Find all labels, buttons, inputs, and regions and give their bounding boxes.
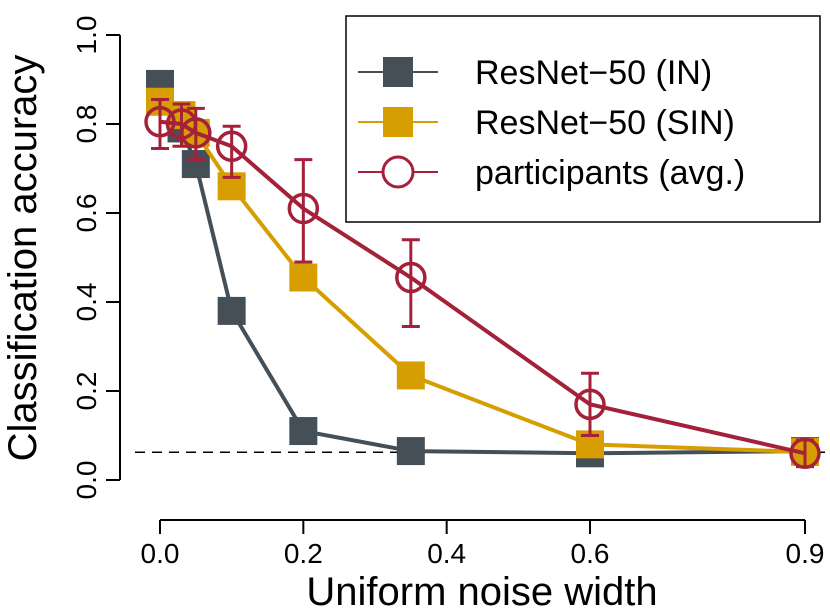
x-tick-label: 0.6 [571,538,610,569]
legend-marker [381,155,415,189]
y-tick-label: 0.2 [71,372,102,411]
series-2 [144,98,821,470]
data-point [289,417,318,446]
legend: ResNet−50 (IN) ResNet−50 (SIN) participant… [345,15,821,223]
data-point [217,296,246,325]
data-point [287,192,320,225]
y-tick-label: 0.0 [71,461,102,500]
data-point [144,106,176,138]
axes: 0.0 0.2 0.4 0.6 0.8 1.0 0.0 0.2 0.4 0.6 0.9 [71,16,824,569]
data-point [395,261,427,294]
data-point [396,437,425,466]
legend-label: participants (avg.) [475,154,745,192]
y-axis-label: Classification accuracy [1,55,45,462]
legend-label: ResNet−50 (IN) [475,54,712,92]
x-tick-label: 0.4 [427,538,466,569]
x-axis-label: Uniform noise width [306,570,657,614]
data-point [396,361,425,390]
series-layer [144,69,821,470]
legend-marker [383,107,413,137]
y-tick-label: 0.6 [71,194,102,233]
y-tick-label: 0.8 [71,105,102,144]
data-point [215,130,248,162]
data-point [289,263,318,292]
data-point [574,388,606,421]
y-tick-label: 0.4 [71,283,102,322]
legend-marker [383,57,413,87]
data-point [789,437,821,470]
x-tick-label: 0.9 [786,538,825,569]
legend-label: ResNet−50 (SIN) [475,104,735,142]
x-tick-label: 0.0 [141,538,180,569]
data-point [180,117,212,149]
legend-box [345,15,821,223]
x-tick-label: 0.2 [284,538,323,569]
y-tick-label: 1.0 [71,16,102,55]
